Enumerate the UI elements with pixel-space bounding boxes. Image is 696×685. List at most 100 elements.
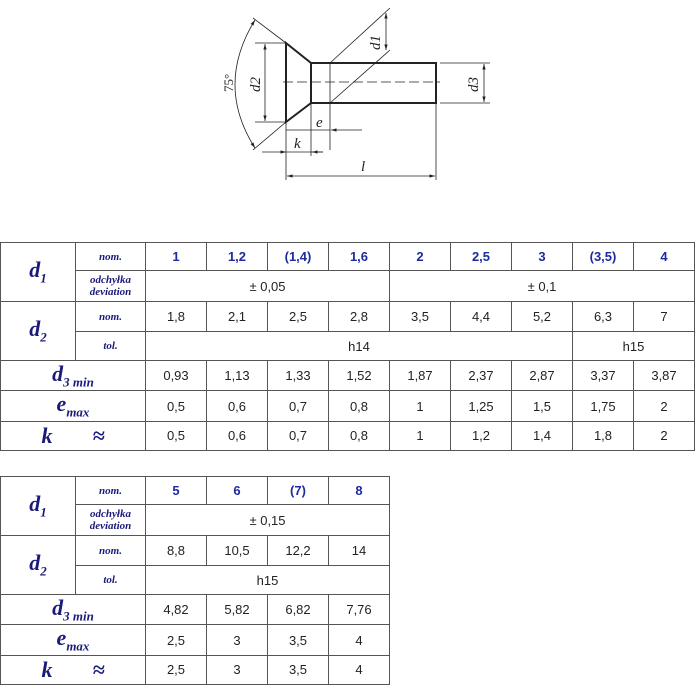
d3-min-label: d3 min bbox=[0, 359, 146, 392]
rivet-drawing: 75° d2 d1 d3 e k l bbox=[221, 7, 490, 180]
d2-nominal-cell: 2,5 bbox=[267, 301, 329, 332]
approx-symbol: ≈ bbox=[92, 422, 105, 448]
e-max-cell: 1,25 bbox=[450, 390, 512, 422]
d1-nominal-cell: 5 bbox=[145, 476, 207, 505]
symbol: d bbox=[29, 257, 41, 283]
d3-min-cell: 7,76 bbox=[328, 593, 390, 626]
e-max-label: emax bbox=[0, 390, 146, 422]
tol-label: tol. bbox=[75, 565, 146, 595]
d1-nominal-cell: (3,5) bbox=[572, 242, 634, 271]
k-cell: 0,6 bbox=[206, 420, 268, 451]
d2-nominal-cell: 1,8 bbox=[145, 301, 207, 332]
subscript: max bbox=[66, 404, 90, 420]
k-cell: 0,5 bbox=[145, 420, 207, 451]
d2-label: d2 bbox=[0, 301, 76, 361]
d2-tolerance-cell: h15 bbox=[572, 331, 695, 361]
subscript: 3 min bbox=[63, 608, 94, 624]
d1-nominal-cell: 2 bbox=[389, 242, 451, 271]
e-max-label: emax bbox=[0, 624, 146, 656]
deviation-label-en: deviation bbox=[89, 286, 132, 298]
d3-min-cell: 2,37 bbox=[450, 359, 512, 392]
d2-nominal-cell: 12,2 bbox=[267, 535, 329, 566]
d2-nominal-cell: 14 bbox=[328, 535, 390, 566]
k-label: k≈ bbox=[0, 654, 146, 685]
k-cell: 3 bbox=[206, 654, 268, 685]
d1-nominal-cell: 8 bbox=[328, 476, 390, 505]
d1-label: d1 bbox=[368, 35, 384, 50]
d2-nominal-cell: 8,8 bbox=[145, 535, 207, 566]
e-max-cell: 2 bbox=[633, 390, 695, 422]
angle-arc bbox=[234, 19, 256, 149]
d3-min-cell: 6,82 bbox=[267, 593, 329, 626]
d1-deviation-cell: ± 0,15 bbox=[145, 504, 390, 536]
e-max-cell: 3,5 bbox=[267, 624, 329, 656]
d2-nominal-cell: 6,3 bbox=[572, 301, 634, 332]
d3-min-cell: 1,13 bbox=[206, 359, 268, 392]
approx-symbol: ≈ bbox=[92, 656, 105, 682]
symbol: d bbox=[52, 361, 64, 386]
e-max-cell: 0,7 bbox=[267, 390, 329, 422]
subscript: max bbox=[66, 638, 90, 654]
symbol: d bbox=[29, 491, 41, 517]
d3-min-cell: 4,82 bbox=[145, 593, 207, 626]
d2-tolerance-cell: h15 bbox=[145, 565, 390, 595]
nom-label: nom. bbox=[75, 301, 146, 332]
e-max-cell: 4 bbox=[328, 624, 390, 656]
d2-nominal-cell: 2,8 bbox=[328, 301, 390, 332]
d2-nominal-cell: 5,2 bbox=[511, 301, 573, 332]
d1-nominal-cell: 3 bbox=[511, 242, 573, 271]
k-cell: 1,2 bbox=[450, 420, 512, 451]
d3-min-cell: 1,33 bbox=[267, 359, 329, 392]
e-max-cell: 2,5 bbox=[145, 624, 207, 656]
subscript: 3 min bbox=[63, 374, 94, 390]
d2-nominal-cell: 4,4 bbox=[450, 301, 512, 332]
d1-nominal-cell: (7) bbox=[267, 476, 329, 505]
d3-min-cell: 5,82 bbox=[206, 593, 268, 626]
d1-deviation-cell: ± 0,05 bbox=[145, 270, 390, 302]
angle-label: 75° bbox=[221, 74, 236, 92]
d2-nominal-cell: 3,5 bbox=[389, 301, 451, 332]
k-cell: 0,8 bbox=[328, 420, 390, 451]
d1-nominal-cell: 1 bbox=[145, 242, 207, 271]
tol-label: tol. bbox=[75, 331, 146, 361]
k-cell: 2 bbox=[633, 420, 695, 451]
k-cell: 1,4 bbox=[511, 420, 573, 451]
symbol: e bbox=[56, 391, 67, 417]
k-label: k≈ bbox=[0, 420, 146, 451]
d1-nominal-cell: 2,5 bbox=[450, 242, 512, 271]
d3-label: d3 bbox=[466, 77, 482, 92]
k-cell: 1,8 bbox=[572, 420, 634, 451]
subscript: 2 bbox=[40, 329, 47, 345]
d1-nominal-cell: 1,2 bbox=[206, 242, 268, 271]
d2-nominal-cell: 2,1 bbox=[206, 301, 268, 332]
deviation-label-pl: odchyłka bbox=[90, 274, 131, 286]
k-cell: 2,5 bbox=[145, 654, 207, 685]
symbol: d bbox=[52, 595, 64, 620]
rivet-head bbox=[285, 40, 312, 125]
l-label: l bbox=[361, 159, 365, 175]
d1-nominal-cell: 1,6 bbox=[328, 242, 390, 271]
e-label: e bbox=[316, 115, 323, 131]
e-max-cell: 0,8 bbox=[328, 390, 390, 422]
d3-min-cell: 1,52 bbox=[328, 359, 390, 392]
d2-nominal-cell: 10,5 bbox=[206, 535, 268, 566]
d1-label: d1 bbox=[0, 476, 76, 536]
subscript: 1 bbox=[40, 504, 47, 520]
d2-label: d2 bbox=[0, 535, 76, 595]
d3-min-cell: 3,87 bbox=[633, 359, 695, 392]
d2-nominal-cell: 7 bbox=[633, 301, 695, 332]
symbol: d bbox=[29, 550, 41, 576]
d1-nominal-cell: (1,4) bbox=[267, 242, 329, 271]
e-max-cell: 1,75 bbox=[572, 390, 634, 422]
